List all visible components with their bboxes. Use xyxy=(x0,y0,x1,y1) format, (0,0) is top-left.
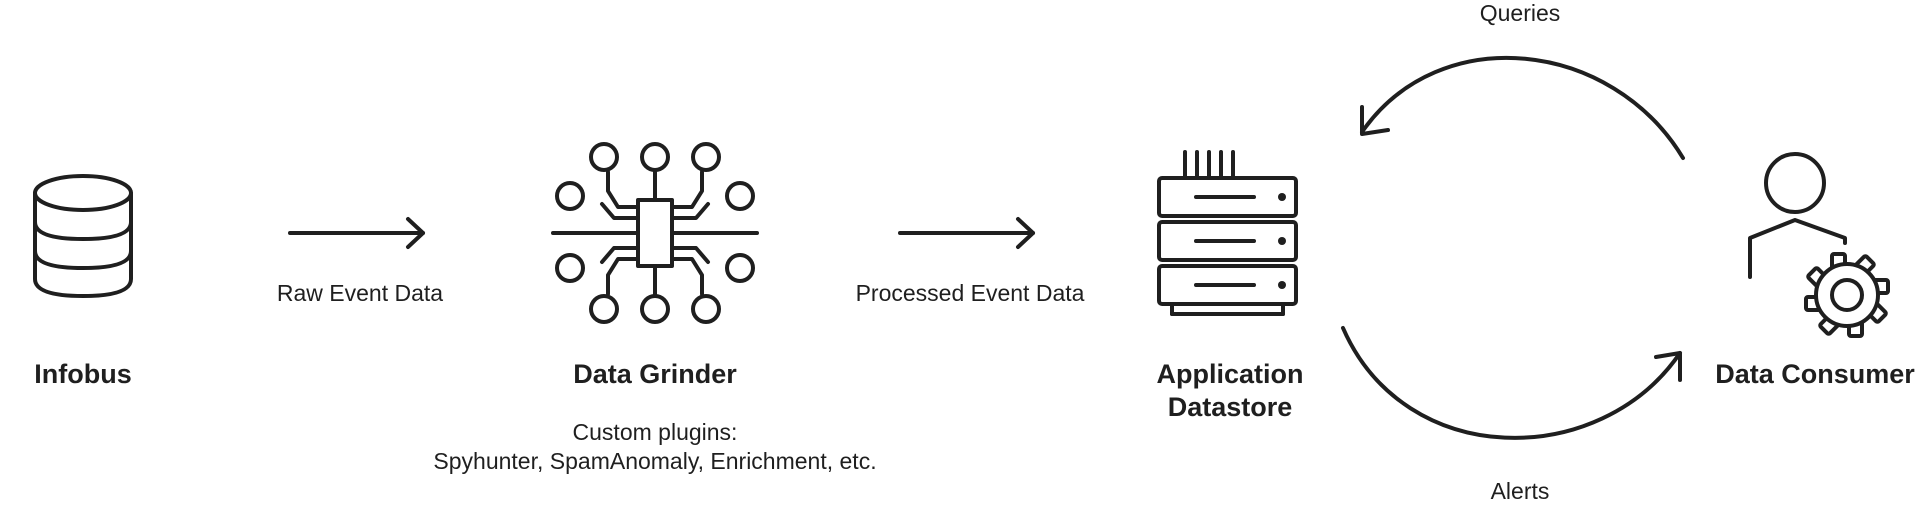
node-label-infobus: Infobus xyxy=(34,359,132,389)
edge-label-alerts: Alerts xyxy=(1490,478,1550,504)
edge-label-queries: Queries xyxy=(1479,0,1561,26)
database-icon xyxy=(33,174,133,298)
grinder-plugins-note: Custom plugins: Spyhunter, SpamAnomaly, … xyxy=(380,418,930,476)
node-label-application-datastore: Application Datastore xyxy=(1095,358,1365,424)
edge-label-raw-event-data: Raw Event Data xyxy=(276,280,444,306)
arrow-queries xyxy=(1360,55,1685,160)
server-rack-icon xyxy=(1157,150,1298,316)
node-label-data-consumer: Data Consumer xyxy=(1715,359,1915,389)
arrow-processed-event-data xyxy=(898,217,1035,249)
plugins-note-line-1: Custom plugins: xyxy=(572,419,738,445)
edge-label-processed-event-data: Processed Event Data xyxy=(855,280,1085,306)
node-label-data-grinder: Data Grinder xyxy=(573,359,737,389)
gear-icon xyxy=(1804,252,1890,338)
user-gear-icon xyxy=(1748,152,1890,338)
circuit-chip-icon xyxy=(551,142,759,324)
node-label-line-1: Application xyxy=(1156,359,1304,389)
arrow-raw-event-data xyxy=(288,217,425,249)
arrow-alerts xyxy=(1341,326,1682,440)
plugins-note-line-2: Spyhunter, SpamAnomaly, Enrichment, etc. xyxy=(433,448,877,474)
node-label-line-2: Datastore xyxy=(1167,392,1293,422)
